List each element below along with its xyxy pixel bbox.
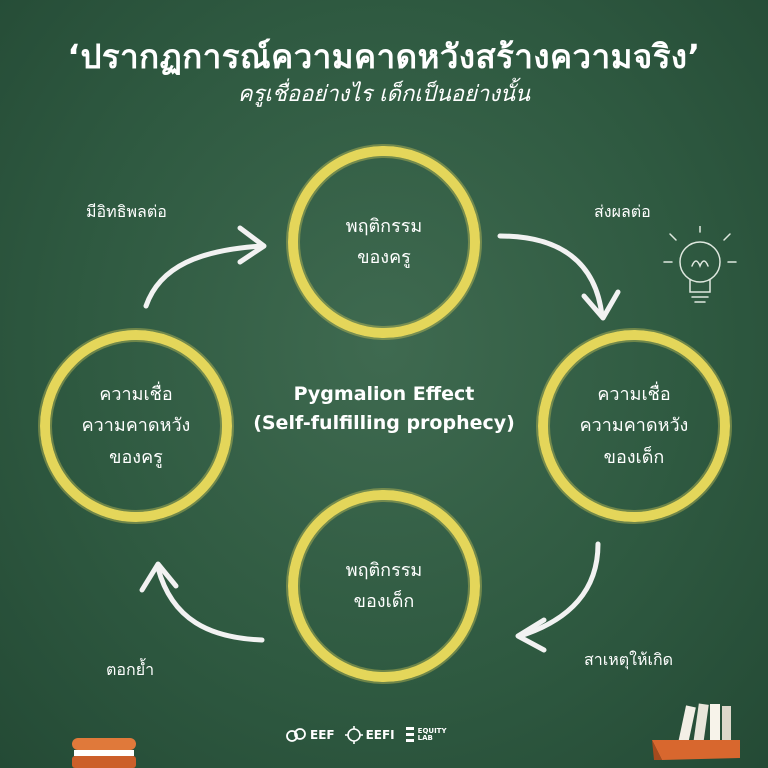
page-title: ‘ปรากฏการณ์ความคาดหวังสร้างความจริง’ bbox=[67, 37, 701, 76]
equity-lab-logo: EQUITY LAB bbox=[405, 725, 447, 745]
lightbulb-icon bbox=[663, 226, 737, 303]
node-teacher-behavior: พฤติกรรม ของครู bbox=[288, 146, 480, 338]
arrowhead-right-to-bottom bbox=[515, 617, 547, 653]
arrow-top-to-right bbox=[497, 233, 605, 319]
book-icon bbox=[72, 738, 136, 768]
eef-logo-icon bbox=[286, 728, 306, 742]
arrow-bottom-to-left bbox=[155, 565, 265, 643]
node-child-behavior: พฤติกรรม ของเด็ก bbox=[288, 490, 480, 682]
arrow-right-to-bottom bbox=[517, 541, 601, 639]
node-teacher-belief: ความเชื่อ ความคาดหวัง ของครู bbox=[40, 330, 232, 522]
node-child-belief-label: ความเชื่อ ความคาดหวัง ของเด็ก bbox=[579, 383, 689, 468]
page-subtitle: ครูเชื่ออย่างไร เด็กเป็นอย่างนั้น bbox=[237, 82, 531, 107]
center-label: Pygmalion Effect (Self-fulfilling prophe… bbox=[214, 380, 554, 439]
equity-lab-line2: LAB bbox=[417, 734, 433, 742]
partner-logos: EEF EEFI EQUITY LAB bbox=[285, 722, 447, 748]
edge-label-causes: สาเหตุให้เกิด bbox=[584, 650, 674, 669]
center-title: Pygmalion Effect bbox=[293, 383, 475, 405]
arrowhead-left-to-top bbox=[237, 225, 267, 265]
node-child-behavior-label: พฤติกรรม ของเด็ก bbox=[345, 559, 423, 613]
edge-label-influences: มีอิทธิพลต่อ bbox=[86, 202, 167, 221]
edge-label-affects: ส่งผลต่อ bbox=[594, 202, 651, 221]
center-subtitle: (Self-fulfilling prophecy) bbox=[253, 412, 515, 435]
arrowhead-bottom-to-left bbox=[139, 561, 179, 593]
node-teacher-behavior-label: พฤติกรรม ของครู bbox=[345, 215, 423, 269]
arrowhead-top-to-right bbox=[581, 289, 621, 321]
eef-logo-text: EEF bbox=[310, 728, 335, 742]
edge-label-reinforces: ตอกย้ำ bbox=[106, 660, 155, 679]
arrow-left-to-top bbox=[143, 243, 265, 309]
eefi-logo-text: EEFI bbox=[365, 728, 395, 742]
node-teacher-belief-label: ความเชื่อ ความคาดหวัง ของครู bbox=[81, 383, 191, 468]
eefi-logo: EEFI bbox=[344, 726, 395, 744]
books-icon bbox=[652, 703, 740, 760]
equity-lab-logo-icon bbox=[405, 727, 414, 742]
equity-lab-line1: EQUITY bbox=[417, 726, 447, 735]
eef-logo: EEF bbox=[285, 727, 335, 743]
eefi-logo-icon bbox=[344, 726, 363, 744]
node-child-belief: ความเชื่อ ความคาดหวัง ของเด็ก bbox=[538, 330, 730, 522]
